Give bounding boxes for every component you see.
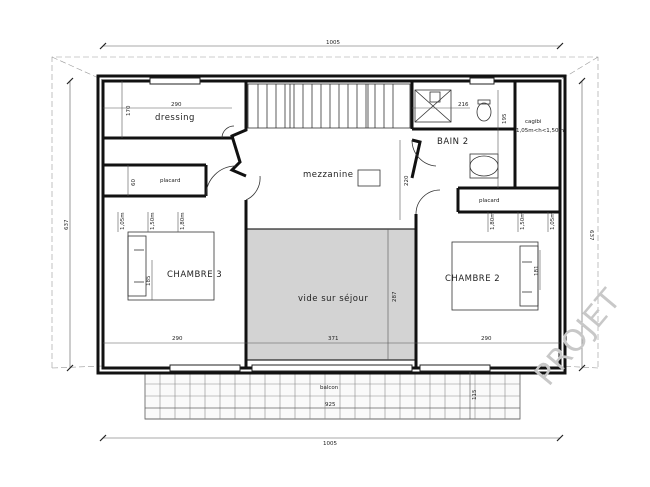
label-placard-right: placard [479,198,499,204]
dim-balcon-height: 115 [472,389,478,400]
stairs [257,84,394,128]
dim-right-total: 637 [588,230,594,241]
label-cagibi: cagibi [525,119,542,125]
label-dressing: dressing [155,113,195,123]
label-cagibi-note: 1,05m<h<1,50m [516,128,564,134]
dim-left-total: 637 [64,219,70,230]
balcony [144,371,521,420]
dim-height-1-left: 1,05m [120,212,126,230]
dim-height-2-right: 1,50m [520,212,526,230]
dim-balcon-width: 925 [325,402,336,408]
label-vide-sur-sejour: vide sur séjour [298,293,368,304]
label-chambre-3: CHAMBRE 3 [167,270,222,280]
label-balcon: balcon [320,385,339,391]
label-bain-2: BAIN 2 [437,137,469,147]
bathroom-fixtures [414,89,499,179]
dim-chambre-3-width: 290 [172,336,183,342]
dim-dressing-width: 290 [171,102,182,108]
dim-bed-left: 185 [146,275,152,286]
dim-placard-height: 60 [131,179,137,186]
dim-chambre-2-width: 290 [481,336,492,342]
dim-dressing-height: 170 [126,105,132,116]
dim-mezzanine-height: 220 [404,175,410,186]
dim-vide-width: 371 [328,336,339,342]
label-placard-left: placard [160,178,180,184]
dim-top-total: 1005 [326,40,340,46]
dim-bain-width: 216 [458,102,469,108]
dimension-lines [66,42,586,442]
void-area [245,228,417,361]
dim-bottom-total: 1005 [323,441,337,447]
doors [205,125,441,215]
dim-height-2-left: 1,50m [150,212,156,230]
dim-bain-height: 195 [502,113,508,124]
dim-height-3-right: 1,80m [490,212,496,230]
label-mezzanine: mezzanine [303,170,354,180]
label-chambre-2: CHAMBRE 2 [445,274,500,284]
interior-walls [103,81,560,368]
bed-chambre-3 [127,231,215,301]
windows [149,77,495,372]
dim-height-1-right: 1,05m [550,212,556,230]
dim-height-3-left: 1,80m [180,212,186,230]
dim-vide-height: 287 [392,291,398,302]
bed-chambre-2 [451,241,539,311]
dim-bed-right: 181 [534,266,540,277]
